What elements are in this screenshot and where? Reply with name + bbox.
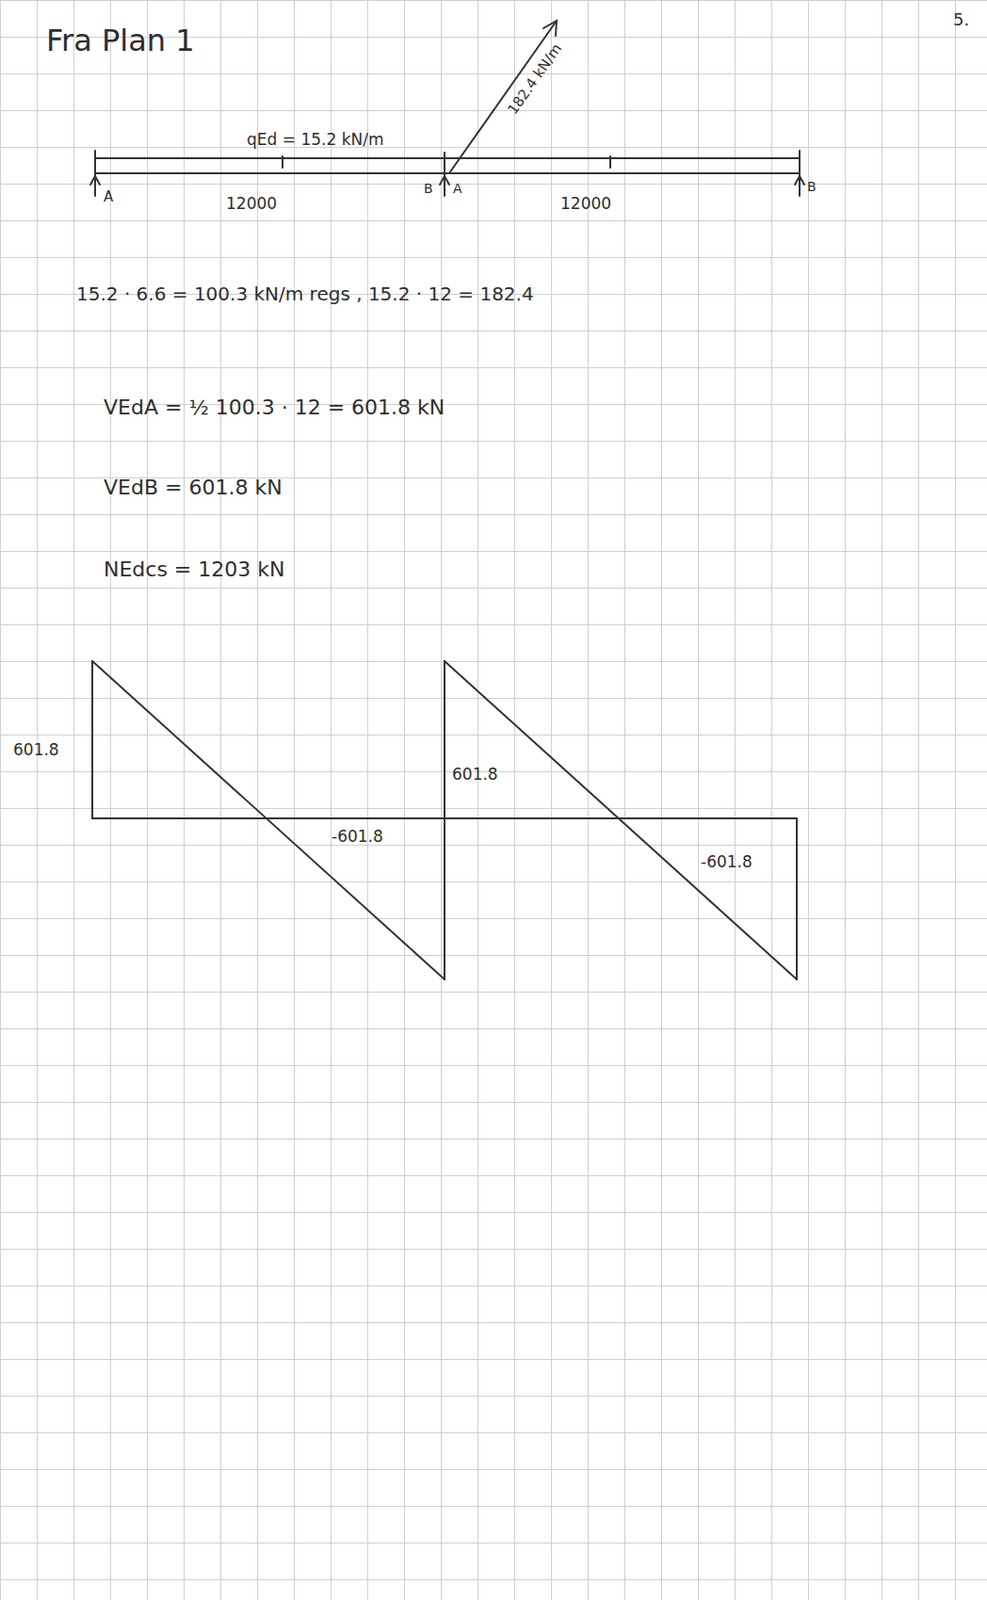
calculation-line: VEdA = ½ 100.3 · 12 = 601.8 kN	[103, 395, 445, 421]
calculation-line: NEdcs = 1203 kN	[103, 557, 285, 583]
calculation-line: 15.2 · 6.6 = 100.3 kN/m regs , 15.2 · 12…	[76, 282, 534, 306]
shear-value: 601.8	[452, 764, 499, 784]
calculation-line: VEdB = 601.8 kN	[103, 475, 283, 501]
page-heading: Fra Plan 1	[46, 22, 195, 59]
page-number: 5.	[953, 9, 970, 31]
span-dimension: 12000	[560, 194, 612, 213]
span-dimension: 12000	[226, 194, 277, 213]
support-label: A	[103, 188, 114, 206]
support-label: A	[453, 180, 463, 197]
shear-value: 601.8	[13, 740, 60, 760]
shear-value: -601.8	[331, 826, 384, 846]
shear-value: -601.8	[700, 852, 753, 872]
support-label: B	[807, 178, 817, 195]
support-label: B	[423, 180, 434, 197]
load-value: qEd = 15.2 kN/m	[246, 129, 384, 149]
